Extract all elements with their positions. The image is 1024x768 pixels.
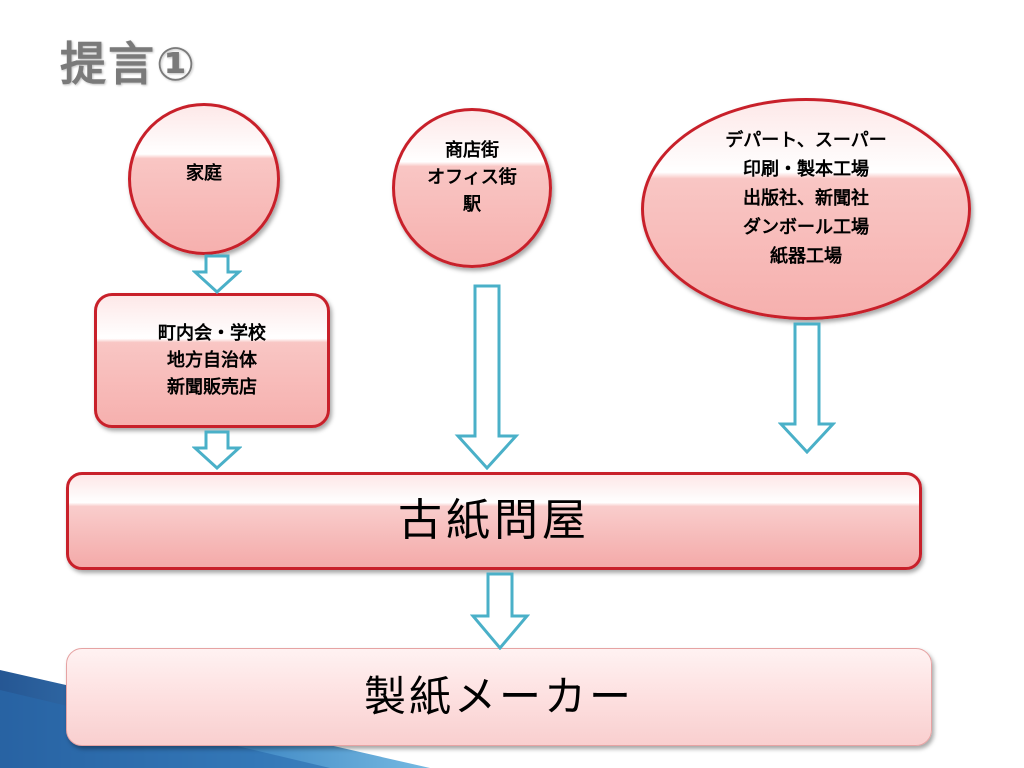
node-home: 家庭	[128, 103, 280, 255]
node-paper-maker-label: 製紙メーカー	[363, 672, 634, 721]
page-title: 提言①	[60, 37, 197, 91]
node-shopping-district-label: 商店街 オフィス街 駅	[427, 139, 517, 215]
arrow-dealer-to-maker	[470, 572, 530, 650]
arrow-dept-to-dealer	[778, 322, 836, 454]
node-neighborhood-association: 町内会・学校 地方自治体 新聞販売店	[94, 293, 330, 428]
arrow-home-to-local	[192, 254, 242, 294]
arrow-shop-to-dealer	[454, 284, 520, 470]
node-paper-maker: 製紙メーカー	[66, 648, 932, 746]
arrow-local-to-dealer	[192, 430, 242, 470]
node-department-stores-label: デパート、スーパー 印刷・製本工場 出版社、新聞社 ダンボール工場 紙器工場	[725, 129, 887, 267]
node-wastepaper-dealer-label: 古紙問屋	[398, 495, 590, 546]
node-wastepaper-dealer: 古紙問屋	[66, 472, 922, 570]
node-neighborhood-association-label: 町内会・学校 地方自治体 新聞販売店	[158, 323, 266, 398]
node-home-label: 家庭	[186, 162, 222, 184]
node-shopping-district: 商店街 オフィス街 駅	[392, 108, 552, 268]
node-department-stores: デパート、スーパー 印刷・製本工場 出版社、新聞社 ダンボール工場 紙器工場	[641, 98, 971, 320]
